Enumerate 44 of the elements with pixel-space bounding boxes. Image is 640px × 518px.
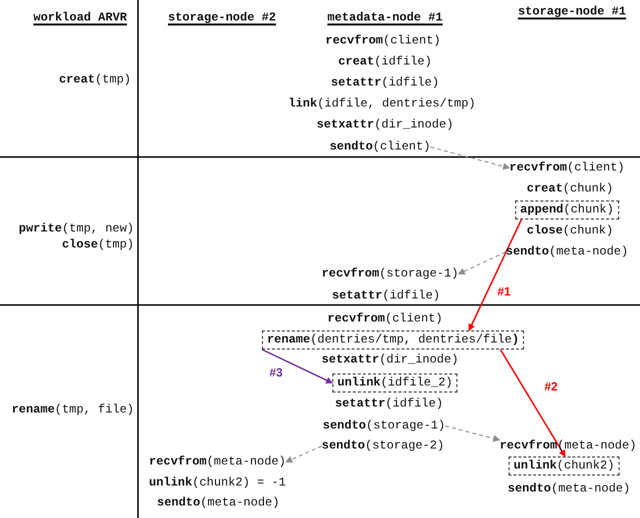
arrow (500, 349, 566, 458)
call-text: creat(chunk) (526, 182, 614, 196)
column-header: workload ARVR (33, 10, 127, 26)
arrow (285, 446, 322, 463)
call-text: link(idfile, dentries/tmp) (288, 96, 476, 112)
column-header: metadata-node #1 (327, 10, 443, 26)
column-header: storage-node #1 (518, 4, 626, 20)
call-text: creat(idfile) (338, 54, 432, 70)
call-text: recvfrom(client) (327, 312, 443, 326)
call-text: sendto(client) (330, 140, 430, 154)
call-text: sendto(meta-node) (508, 482, 630, 496)
dashed-call-box: rename(dentries/tmp, dentries/file) (262, 330, 524, 350)
call-text: close(tmp) (62, 238, 134, 252)
arrow (444, 426, 500, 442)
edge-label: #2 (543, 380, 559, 394)
column-header: storage-node #2 (168, 10, 276, 26)
call-text: sendto(storage-2) (322, 438, 444, 454)
arrow (458, 252, 506, 275)
arrow (468, 219, 522, 332)
call-text: sendto(meta-node) (506, 244, 628, 260)
call-text: sendto(meta-node) (157, 496, 280, 510)
edge-label: #3 (268, 366, 284, 380)
call-text: recvfrom(storage-1) (322, 266, 458, 282)
call-text: setattr(idfile) (332, 288, 440, 304)
call-text: creat(tmp) (58, 72, 131, 88)
call-text: close(chunk) (526, 224, 614, 238)
call-text: recvfrom(client) (509, 160, 625, 176)
call-text: recvfrom(meta-node) (500, 438, 636, 454)
call-text: pwrite(tmp, new) (18, 222, 134, 236)
dashed-call-box: unlink(idfile_2) (332, 374, 458, 392)
call-text: sendto(storage-1) (322, 418, 446, 434)
dashed-call-box: append(chunk) (515, 200, 619, 220)
call-text: rename(tmp, file) (12, 402, 134, 418)
call-text: setxattr(dir_inode) (316, 118, 454, 132)
call-text: setattr(idfile) (330, 76, 440, 90)
dashed-call-box: unlink(chunk2) (508, 456, 620, 476)
call-text: recvfrom(client) (325, 34, 441, 48)
call-text: setattr(idfile) (334, 396, 444, 412)
call-text: recvfrom(meta-node) (149, 454, 286, 470)
arrow (262, 348, 334, 384)
call-text: setxattr(dir_inode) (322, 352, 458, 368)
edge-label: #1 (496, 286, 512, 298)
call-text: unlink(chunk2) = -1 (149, 476, 286, 490)
arrow (430, 146, 510, 170)
